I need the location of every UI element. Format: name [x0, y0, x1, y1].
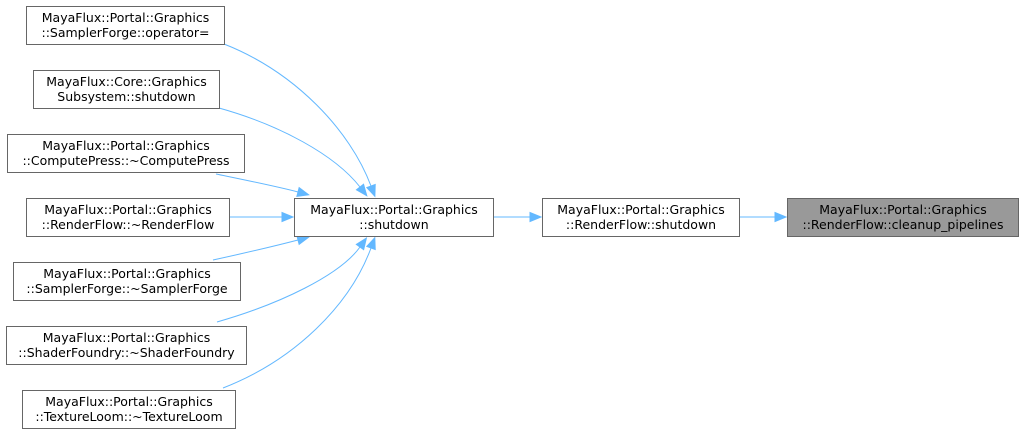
node-label-line1: MayaFlux::Portal::Graphics — [819, 202, 986, 217]
node-rf-cleanup: MayaFlux::Portal::Graphics::RenderFlow::… — [787, 198, 1019, 237]
node-box — [13, 262, 241, 301]
node-label-line2: ::ComputePress::~ComputePress — [22, 153, 229, 168]
node-label-line1: MayaFlux::Portal::Graphics — [42, 10, 209, 25]
node-shf-dtor[interactable]: MayaFlux::Portal::Graphics::ShaderFoundr… — [6, 326, 247, 365]
edge-shf_dtor-to-pg_shutdown — [216, 236, 368, 323]
edge-rf_dtor-to-pg_shutdown — [229, 211, 295, 223]
edge-line — [222, 247, 372, 389]
node-label-line2: ::TextureLoom::~TextureLoom — [35, 409, 222, 424]
arrow-head-icon — [774, 211, 788, 223]
node-rf-shutdown[interactable]: MayaFlux::Portal::Graphics::RenderFlow::… — [542, 198, 740, 237]
node-tl-dtor[interactable]: MayaFlux::Portal::Graphics::TextureLoom:… — [22, 390, 236, 429]
node-label-line2: ::RenderFlow::cleanup_pipelines — [802, 217, 1003, 232]
node-label-line1: MayaFlux::Portal::Graphics — [557, 202, 724, 217]
node-label-line2: ::RenderFlow::shutdown — [566, 217, 716, 232]
arrow-head-icon — [355, 236, 368, 251]
arrow-head-icon — [355, 183, 368, 197]
arrow-head-icon — [296, 186, 310, 197]
edge-sf_dtor-to-pg_shutdown — [212, 235, 310, 261]
nodes-layer: MayaFlux::Portal::Graphics::SamplerForge… — [6, 6, 1019, 429]
edge-line — [223, 43, 372, 187]
edge-rf_shutdown-to-rf_cleanup — [739, 211, 788, 223]
arrow-head-icon — [281, 211, 295, 223]
node-rf-dtor[interactable]: MayaFlux::Portal::Graphics::RenderFlow::… — [26, 198, 230, 237]
edge-pg_shutdown-to-rf_shutdown — [493, 211, 543, 223]
node-box — [26, 198, 230, 237]
node-label-line1: MayaFlux::Portal::Graphics — [310, 202, 477, 217]
edge-line — [216, 246, 361, 323]
edge-cp_dtor-to-pg_shutdown — [215, 173, 310, 197]
edge-line — [218, 107, 361, 188]
node-label-line2: ::ShaderFoundry::~ShaderFoundry — [18, 345, 235, 360]
node-box — [787, 198, 1019, 237]
node-box — [542, 198, 740, 237]
node-box — [7, 134, 245, 173]
node-label-line2: ::SamplerForge::~SamplerForge — [26, 281, 228, 296]
node-label-line1: MayaFlux::Portal::Graphics — [42, 138, 209, 153]
arrow-head-icon — [365, 183, 376, 198]
edge-line — [212, 239, 299, 261]
node-label-line2: Subsystem::shutdown — [57, 89, 195, 104]
node-label-line1: MayaFlux::Portal::Graphics — [44, 202, 211, 217]
node-label-line2: ::SamplerForge::operator= — [41, 25, 209, 40]
node-label-line2: ::shutdown — [359, 217, 428, 232]
edges-layer — [212, 43, 788, 389]
node-box — [26, 6, 225, 45]
edge-line — [215, 173, 299, 193]
node-box — [22, 390, 236, 429]
node-box — [294, 198, 494, 237]
node-label-line1: MayaFlux::Core::Graphics — [46, 74, 206, 89]
node-core-shutdown[interactable]: MayaFlux::Core::GraphicsSubsystem::shutd… — [33, 70, 220, 109]
node-label-line1: MayaFlux::Portal::Graphics — [43, 330, 210, 345]
node-pg-shutdown[interactable]: MayaFlux::Portal::Graphics::shutdown — [294, 198, 494, 237]
node-box — [6, 326, 247, 365]
node-label-line1: MayaFlux::Portal::Graphics — [45, 394, 212, 409]
arrow-head-icon — [529, 211, 543, 223]
edge-sf_op-to-pg_shutdown — [223, 43, 376, 198]
node-sf-op[interactable]: MayaFlux::Portal::Graphics::SamplerForge… — [26, 6, 225, 45]
node-label-line1: MayaFlux::Portal::Graphics — [43, 266, 210, 281]
arrow-head-icon — [365, 236, 376, 251]
node-sf-dtor[interactable]: MayaFlux::Portal::Graphics::SamplerForge… — [13, 262, 241, 301]
edge-core_shutdown-to-pg_shutdown — [218, 107, 368, 197]
node-label-line2: ::RenderFlow::~RenderFlow — [42, 217, 215, 232]
edge-tl_dtor-to-pg_shutdown — [222, 236, 376, 389]
node-cp-dtor[interactable]: MayaFlux::Portal::Graphics::ComputePress… — [7, 134, 245, 173]
node-box — [33, 70, 220, 109]
